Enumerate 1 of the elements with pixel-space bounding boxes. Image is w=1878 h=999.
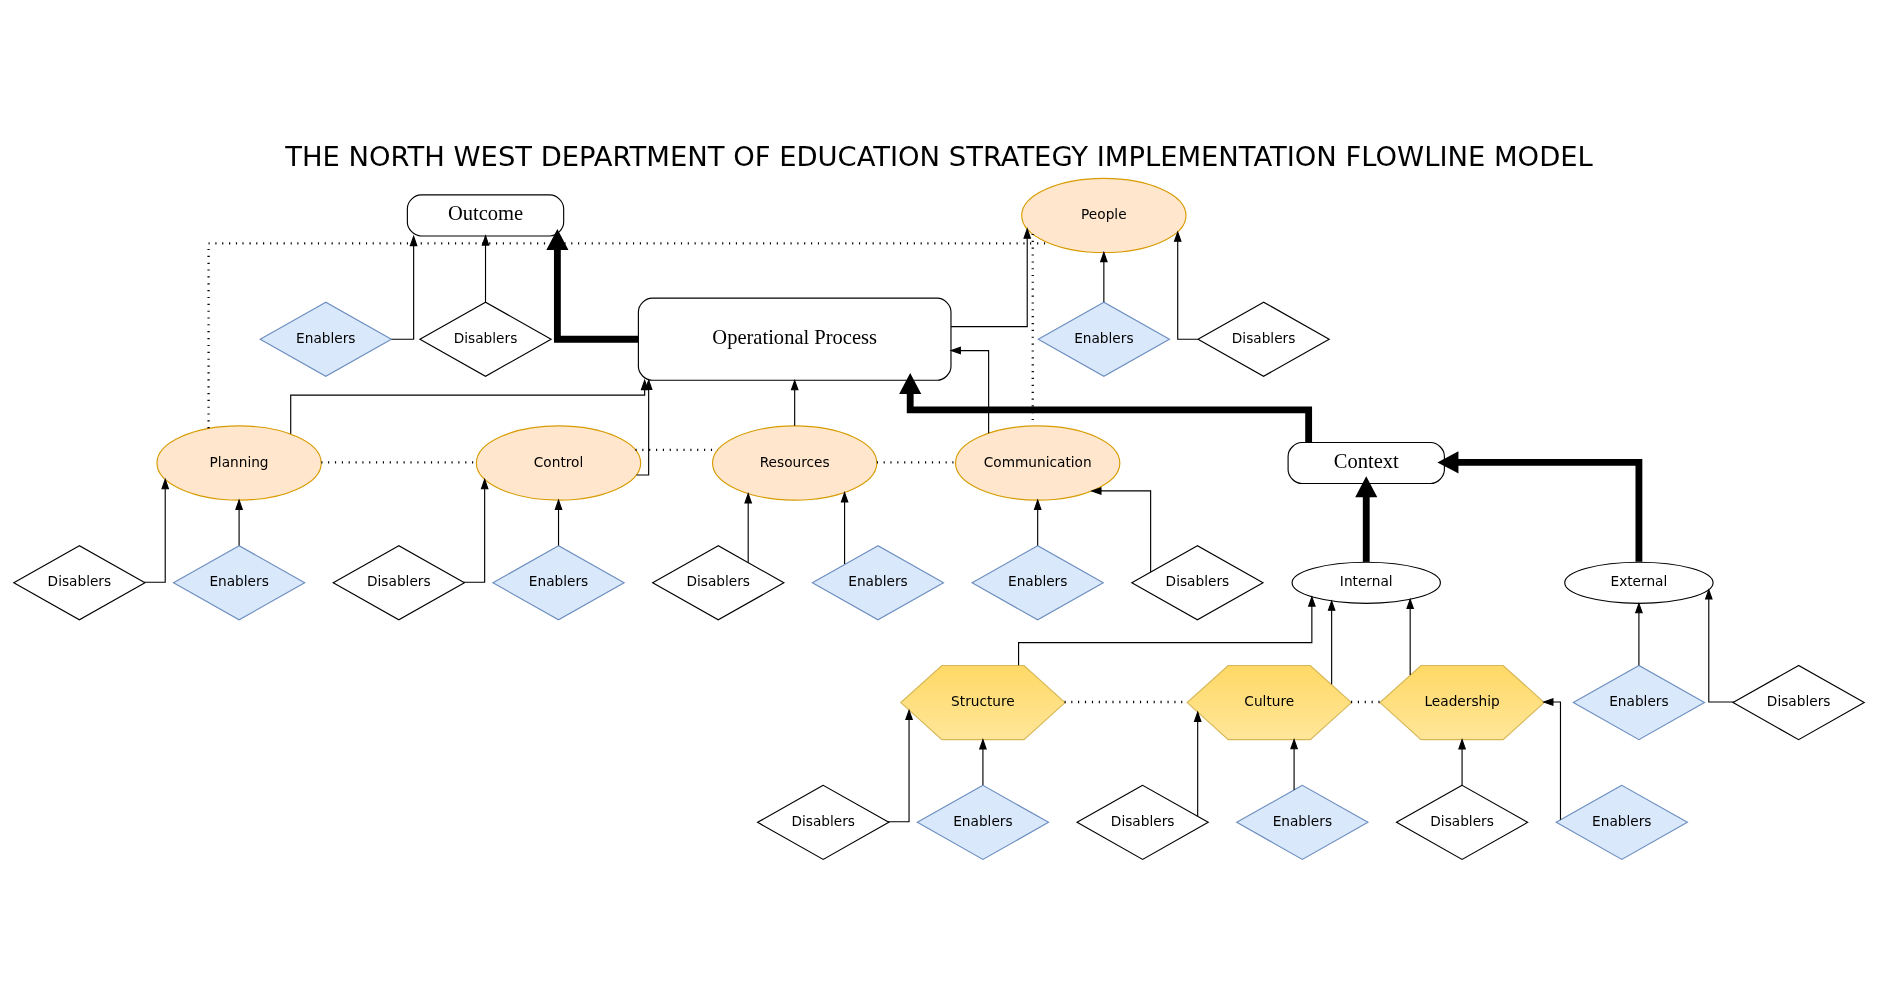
diagram-title: THE NORTH WEST DEPARTMENT OF EDUCATION STRATEGY IMPLEMENTATION FLOWLINE MODEL: [285, 141, 1593, 173]
